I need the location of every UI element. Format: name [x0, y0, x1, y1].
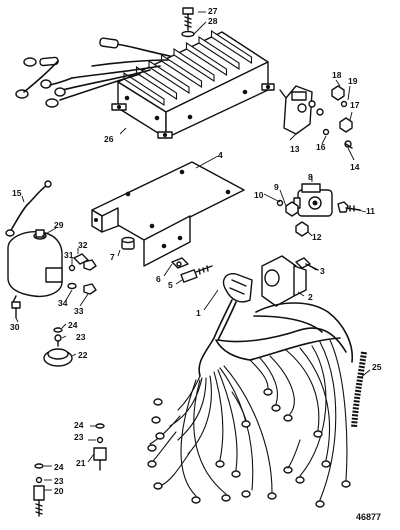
callout-24c: 24 — [54, 462, 64, 472]
solenoid-29 — [7, 229, 63, 305]
heat-sink-fin — [210, 29, 253, 65]
callout-28: 28 — [208, 16, 218, 26]
wire-sleeve-25 — [351, 351, 367, 429]
callout-23b: 23 — [76, 332, 86, 342]
callout-33: 33 — [74, 306, 84, 316]
cable-15 — [5, 180, 52, 237]
callout-25: 25 — [372, 362, 382, 372]
nut-6-bolt-5 — [171, 257, 213, 283]
callout-31: 31 — [64, 250, 74, 260]
heat-sink-fin — [185, 41, 228, 77]
heat-sink-fin — [123, 71, 165, 107]
callout-24b: 24 — [68, 320, 78, 330]
callout-34: 34 — [58, 298, 68, 308]
callout-21: 21 — [76, 458, 86, 468]
callout-23c: 23 — [54, 476, 64, 486]
callout-20: 20 — [54, 486, 64, 496]
hardware-9-10-11-12 — [276, 199, 361, 237]
callout-13: 13 — [290, 144, 300, 154]
heat-sink-fin — [198, 35, 240, 71]
callout-2: 2 — [308, 292, 313, 302]
callout-27: 27 — [208, 6, 218, 16]
callout-26: 26 — [104, 134, 114, 144]
heat-sink-fin — [160, 53, 203, 89]
callout-9: 9 — [274, 182, 279, 192]
heat-sink-fin — [148, 59, 190, 95]
module-wire-leads — [15, 37, 171, 108]
switch-21 — [93, 423, 107, 471]
connector-bracket-2 — [261, 255, 307, 307]
callout-23: 23 — [74, 432, 84, 442]
sender-20 — [33, 463, 45, 517]
callout-labels: 1 2 3 4 5 6 7 8 9 10 11 12 13 14 15 16 1… — [10, 6, 382, 496]
callout-22: 22 — [78, 350, 88, 360]
callout-29: 29 — [54, 220, 64, 230]
callout-18: 18 — [332, 70, 342, 80]
spacer-7 — [121, 236, 135, 250]
relay-13 — [279, 85, 324, 135]
relay-8 — [293, 183, 333, 217]
sensor-22 — [43, 327, 73, 367]
callout-8: 8 — [308, 172, 313, 182]
callout-11: 11 — [366, 206, 375, 216]
callout-12: 12 — [312, 232, 322, 242]
callout-19: 19 — [348, 76, 358, 86]
callout-4: 4 — [218, 150, 223, 160]
callout-3: 3 — [320, 266, 325, 276]
callout-6: 6 — [156, 274, 161, 284]
callout-30: 30 — [10, 322, 20, 332]
callout-10: 10 — [254, 190, 264, 200]
callout-17: 17 — [350, 100, 360, 110]
callout-16: 16 — [316, 142, 326, 152]
reference-number: 46877 — [356, 512, 381, 522]
callout-14: 14 — [350, 162, 360, 172]
callout-15: 15 — [12, 188, 22, 198]
leader-lines — [15, 11, 371, 491]
control-module — [111, 29, 275, 139]
wiring-harness — [147, 273, 353, 508]
heat-sink-fin — [173, 47, 215, 83]
hardware-14-16-19 — [322, 85, 353, 149]
callout-24: 24 — [74, 420, 84, 430]
screw-27-washer-28 — [181, 7, 195, 38]
callout-32: 32 — [78, 240, 88, 250]
callout-1: 1 — [196, 308, 201, 318]
hardware-30-34 — [11, 253, 97, 319]
mounting-bracket — [91, 161, 245, 267]
callout-7: 7 — [110, 252, 115, 262]
callout-5: 5 — [168, 280, 173, 290]
